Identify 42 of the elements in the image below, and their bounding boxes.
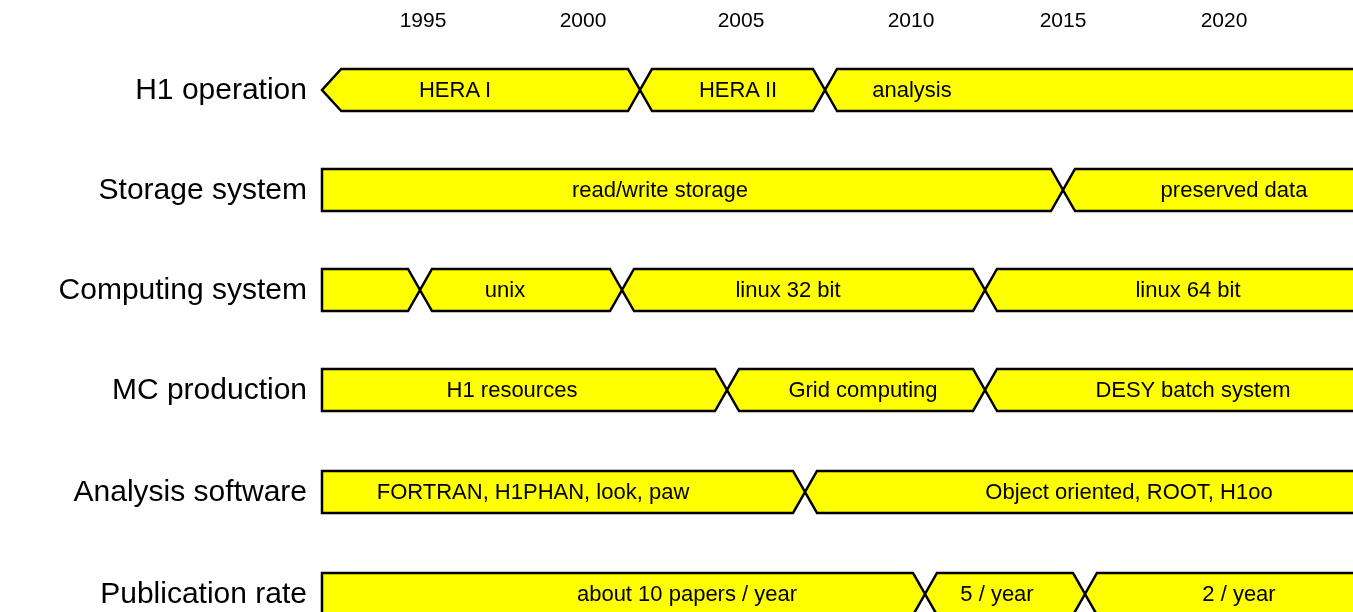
timeline-bar — [322, 368, 727, 412]
bar-label: analysis — [872, 76, 952, 104]
bar-label: unix — [484, 276, 526, 304]
bar-label: 5 / year — [960, 580, 1034, 608]
bar-label: linux 64 bit — [1135, 276, 1241, 304]
timeline-bar — [925, 572, 1085, 612]
bar-label: Object oriented, ROOT, H1oo — [985, 478, 1273, 506]
axis-year-label: 2010 — [886, 8, 936, 32]
timeline-bar — [640, 68, 825, 112]
bar-label: H1 resources — [446, 376, 578, 404]
bar-label: about 10 papers / year — [576, 580, 798, 608]
bar-label: 2 / year — [1202, 580, 1276, 608]
axis-year-label: 2015 — [1038, 8, 1088, 32]
axis-year-label: 1995 — [398, 8, 448, 32]
timeline-bar — [985, 268, 1353, 312]
axis-year-label: 2005 — [716, 8, 766, 32]
bar-label: HERA II — [698, 76, 778, 104]
timeline-bar — [1063, 168, 1353, 212]
timeline-bar — [420, 268, 622, 312]
timeline-bar — [322, 470, 805, 514]
row-label: Analysis software — [73, 473, 307, 509]
timeline-bar — [1085, 572, 1353, 612]
row-label: H1 operation — [135, 71, 307, 107]
row-label: Storage system — [98, 171, 307, 207]
bar-label: linux 32 bit — [735, 276, 841, 304]
bar-label: Grid computing — [788, 376, 938, 404]
row-label: Computing system — [58, 271, 307, 307]
timeline-bar — [622, 268, 985, 312]
bar-label: DESY batch system — [1095, 376, 1291, 404]
row-label: MC production — [111, 371, 307, 407]
bar-label: read/write storage — [571, 176, 749, 204]
timeline-bar — [805, 470, 1353, 514]
timeline-bar — [322, 268, 420, 312]
axis-year-label: 2000 — [558, 8, 608, 32]
bar-label: FORTRAN, H1PHAN, look, paw — [376, 478, 690, 506]
timeline-bar — [727, 368, 985, 412]
bar-label: preserved data — [1160, 176, 1308, 204]
axis-year-label: 2020 — [1199, 8, 1249, 32]
bar-label: HERA I — [418, 76, 492, 104]
timeline-bar — [985, 368, 1353, 412]
row-label: Publication rate — [100, 575, 307, 611]
timeline-bar — [322, 68, 640, 112]
